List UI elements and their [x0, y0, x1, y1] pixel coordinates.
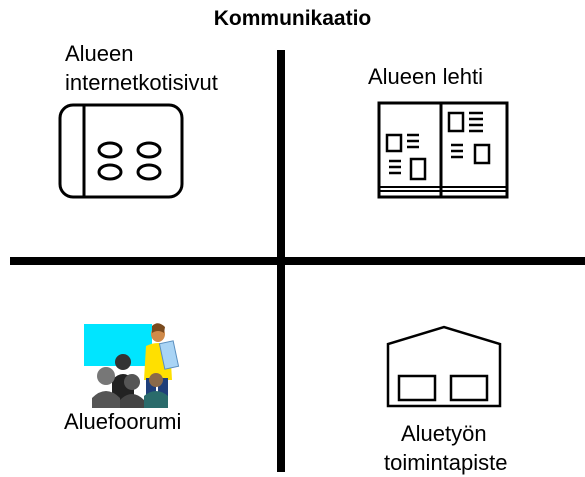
- website-book-icon: [58, 103, 184, 199]
- website-label-line2: internetkotisivut: [65, 70, 218, 95]
- diagram-title: Kommunikaatio: [213, 7, 372, 30]
- newspaper-label: Alueen lehti: [368, 64, 483, 89]
- forum-meeting-icon: [84, 323, 180, 408]
- newspaper-icon: [377, 101, 509, 199]
- office-label-line2: toimintapiste: [384, 450, 508, 475]
- office-label-line1: Aluetyön: [401, 421, 487, 446]
- forum-label: Aluefoorumi: [64, 409, 182, 434]
- website-label-line1: Alueen: [65, 41, 134, 66]
- office-building-icon: [386, 325, 502, 408]
- horizontal-divider: [10, 257, 585, 265]
